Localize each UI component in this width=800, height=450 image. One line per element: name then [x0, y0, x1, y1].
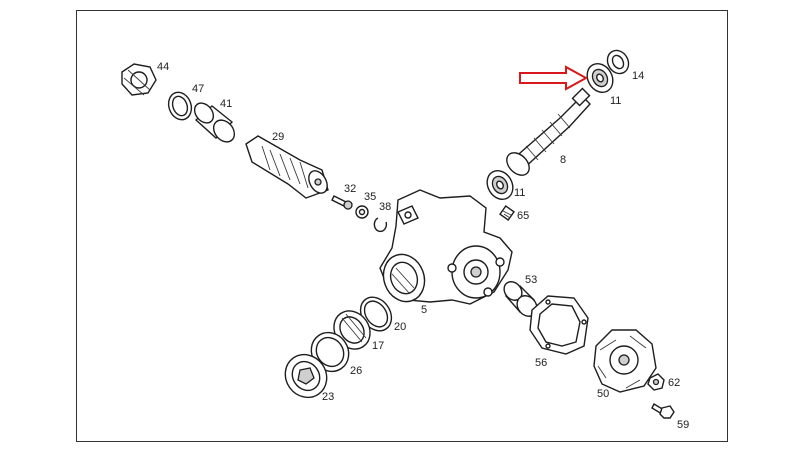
callout-47: 47 — [192, 83, 204, 95]
callout-20: 20 — [394, 321, 406, 333]
part-14-seal — [606, 49, 630, 75]
callout-62: 62 — [668, 377, 680, 389]
part-29-sector-shaft — [245, 135, 329, 199]
part-38-clip — [373, 217, 388, 233]
callout-53: 53 — [525, 274, 537, 286]
part-35-washer — [355, 205, 369, 219]
callout-26: 26 — [350, 365, 362, 377]
callout-5: 5 — [421, 304, 427, 316]
part-47-ring — [167, 91, 193, 121]
part-8-worm-shaft — [506, 87, 591, 176]
callout-11-lower: 11 — [514, 187, 525, 199]
callout-56: 56 — [535, 357, 547, 369]
part-59-bolt — [651, 403, 675, 419]
callout-65: 65 — [517, 210, 529, 222]
callout-32: 32 — [344, 183, 356, 195]
part-44-nut — [121, 63, 157, 96]
callout-11-upper: 11 — [610, 95, 621, 107]
callout-41: 41 — [220, 98, 232, 110]
callout-29: 29 — [272, 131, 284, 143]
highlight-arrow — [519, 65, 589, 91]
part-41-bushing — [193, 102, 236, 143]
part-11-upper-bearing — [586, 62, 614, 94]
part-5-housing — [379, 189, 513, 305]
callout-14: 14 — [632, 70, 644, 82]
part-65-plug — [499, 205, 515, 221]
callout-17: 17 — [372, 340, 384, 352]
callout-35: 35 — [364, 191, 376, 203]
callout-50: 50 — [597, 388, 609, 400]
part-50-cover — [593, 329, 657, 393]
part-32-screw — [331, 195, 353, 210]
part-56-gasket — [529, 295, 589, 355]
callout-44: 44 — [157, 61, 169, 73]
part-62-nut — [647, 373, 665, 391]
callout-59: 59 — [677, 419, 689, 431]
part-23-end-cap — [284, 353, 328, 399]
callout-38: 38 — [379, 201, 391, 213]
callout-23: 23 — [322, 391, 334, 403]
callout-8: 8 — [560, 154, 566, 166]
part-11-lower-bearing — [486, 169, 514, 201]
